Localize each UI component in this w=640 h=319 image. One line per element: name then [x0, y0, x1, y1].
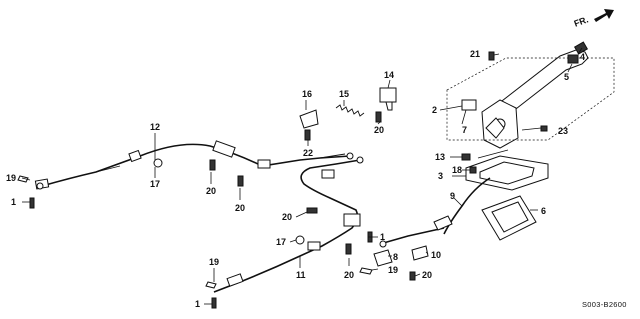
lever-group-outline [446, 57, 615, 141]
equalizer-assembly [461, 149, 549, 191]
callout-19-left: 19 [6, 173, 16, 183]
callout-8: 8 [393, 252, 398, 262]
bolt-20-f [409, 271, 416, 281]
bracket-16 [299, 109, 319, 129]
callout-13: 13 [435, 152, 445, 162]
callout-9: 9 [450, 191, 455, 201]
callout-6: 6 [541, 206, 546, 216]
callout-20-b: 20 [206, 186, 216, 196]
callout-4: 4 [580, 52, 585, 62]
nut-17-lower [295, 235, 305, 245]
front-direction-indicator: FR. [573, 9, 614, 29]
cable-11-guide [321, 169, 335, 179]
callout-19-center: 19 [388, 265, 398, 275]
callout-20-e: 20 [344, 270, 354, 280]
bolt-21 [488, 51, 495, 61]
front-arrow-icon [594, 9, 614, 22]
clip-13 [461, 153, 471, 161]
callout-11: 11 [296, 270, 306, 280]
callout-1-center: 1 [380, 232, 385, 242]
clip-19-left [17, 175, 29, 183]
cable-11-bracket [343, 213, 361, 227]
callout-22: 22 [303, 148, 313, 158]
cable-12 [34, 140, 354, 190]
callout-7: 7 [462, 125, 467, 135]
nut-18 [469, 166, 477, 174]
part-code-label: S003-B2600 [582, 300, 627, 309]
callout-20-a: 20 [374, 125, 384, 135]
small-parts [17, 54, 579, 309]
bolt-20-a [375, 111, 382, 123]
ratchet-sector [485, 117, 505, 139]
bolt-20-c [237, 175, 244, 187]
callout-21: 21 [470, 49, 480, 59]
boot-inner [491, 201, 529, 233]
boot-6 [481, 195, 537, 241]
callout-18: 18 [452, 165, 462, 175]
bolt-23 [540, 125, 548, 132]
cable-9 [379, 177, 491, 248]
leader-lines [21, 47, 583, 305]
bracket-8 [373, 249, 393, 267]
callout-1-bottom: 1 [195, 299, 200, 309]
bolt-20-e [345, 243, 352, 255]
bolt-1-left [29, 197, 35, 209]
clamp-10 [411, 245, 429, 261]
lever-knob [573, 41, 589, 55]
callout-20-f: 20 [422, 270, 432, 280]
callout-20-d: 20 [282, 212, 292, 222]
bolt-20-d [306, 207, 318, 214]
spring-15 [335, 104, 365, 117]
callout-19-bottom: 19 [209, 257, 219, 267]
cable-12-bracket [212, 140, 236, 158]
callout-17-upper: 17 [150, 179, 160, 189]
switch-7 [461, 99, 477, 111]
cable-12-guide [257, 159, 271, 169]
bolt-22 [304, 129, 311, 141]
cable-11-clamp [307, 241, 321, 251]
cable-11 [213, 156, 364, 293]
callout-3: 3 [438, 171, 443, 181]
callout-23: 23 [558, 126, 568, 136]
callout-labels: 1 19 12 17 20 20 16 22 15 14 20 20 17 20… [6, 49, 585, 309]
bolt-1-bottom [211, 297, 217, 309]
callout-17-lower: 17 [276, 237, 286, 247]
callout-5: 5 [564, 72, 569, 82]
callout-12: 12 [150, 122, 160, 132]
rod-13 [477, 149, 509, 159]
callout-20-c: 20 [235, 203, 245, 213]
callout-16: 16 [302, 89, 312, 99]
bolt-20-b [209, 159, 216, 171]
callout-2: 2 [432, 105, 437, 115]
callout-14: 14 [384, 70, 394, 80]
callout-15: 15 [339, 89, 349, 99]
nut-17-upper [153, 158, 163, 168]
cable-12-clamp [128, 149, 142, 163]
equalizer-inner [479, 161, 535, 185]
brake-lever-assembly [461, 41, 589, 149]
callout-1-left: 1 [11, 197, 16, 207]
callout-10: 10 [431, 250, 441, 260]
cable-11-end-fitting [226, 273, 244, 287]
front-direction-label: FR. [573, 14, 590, 28]
switch-14 [379, 87, 397, 103]
clip-19-center [359, 267, 373, 275]
grip-5 [567, 54, 579, 64]
clip-19-bottom [205, 281, 217, 289]
